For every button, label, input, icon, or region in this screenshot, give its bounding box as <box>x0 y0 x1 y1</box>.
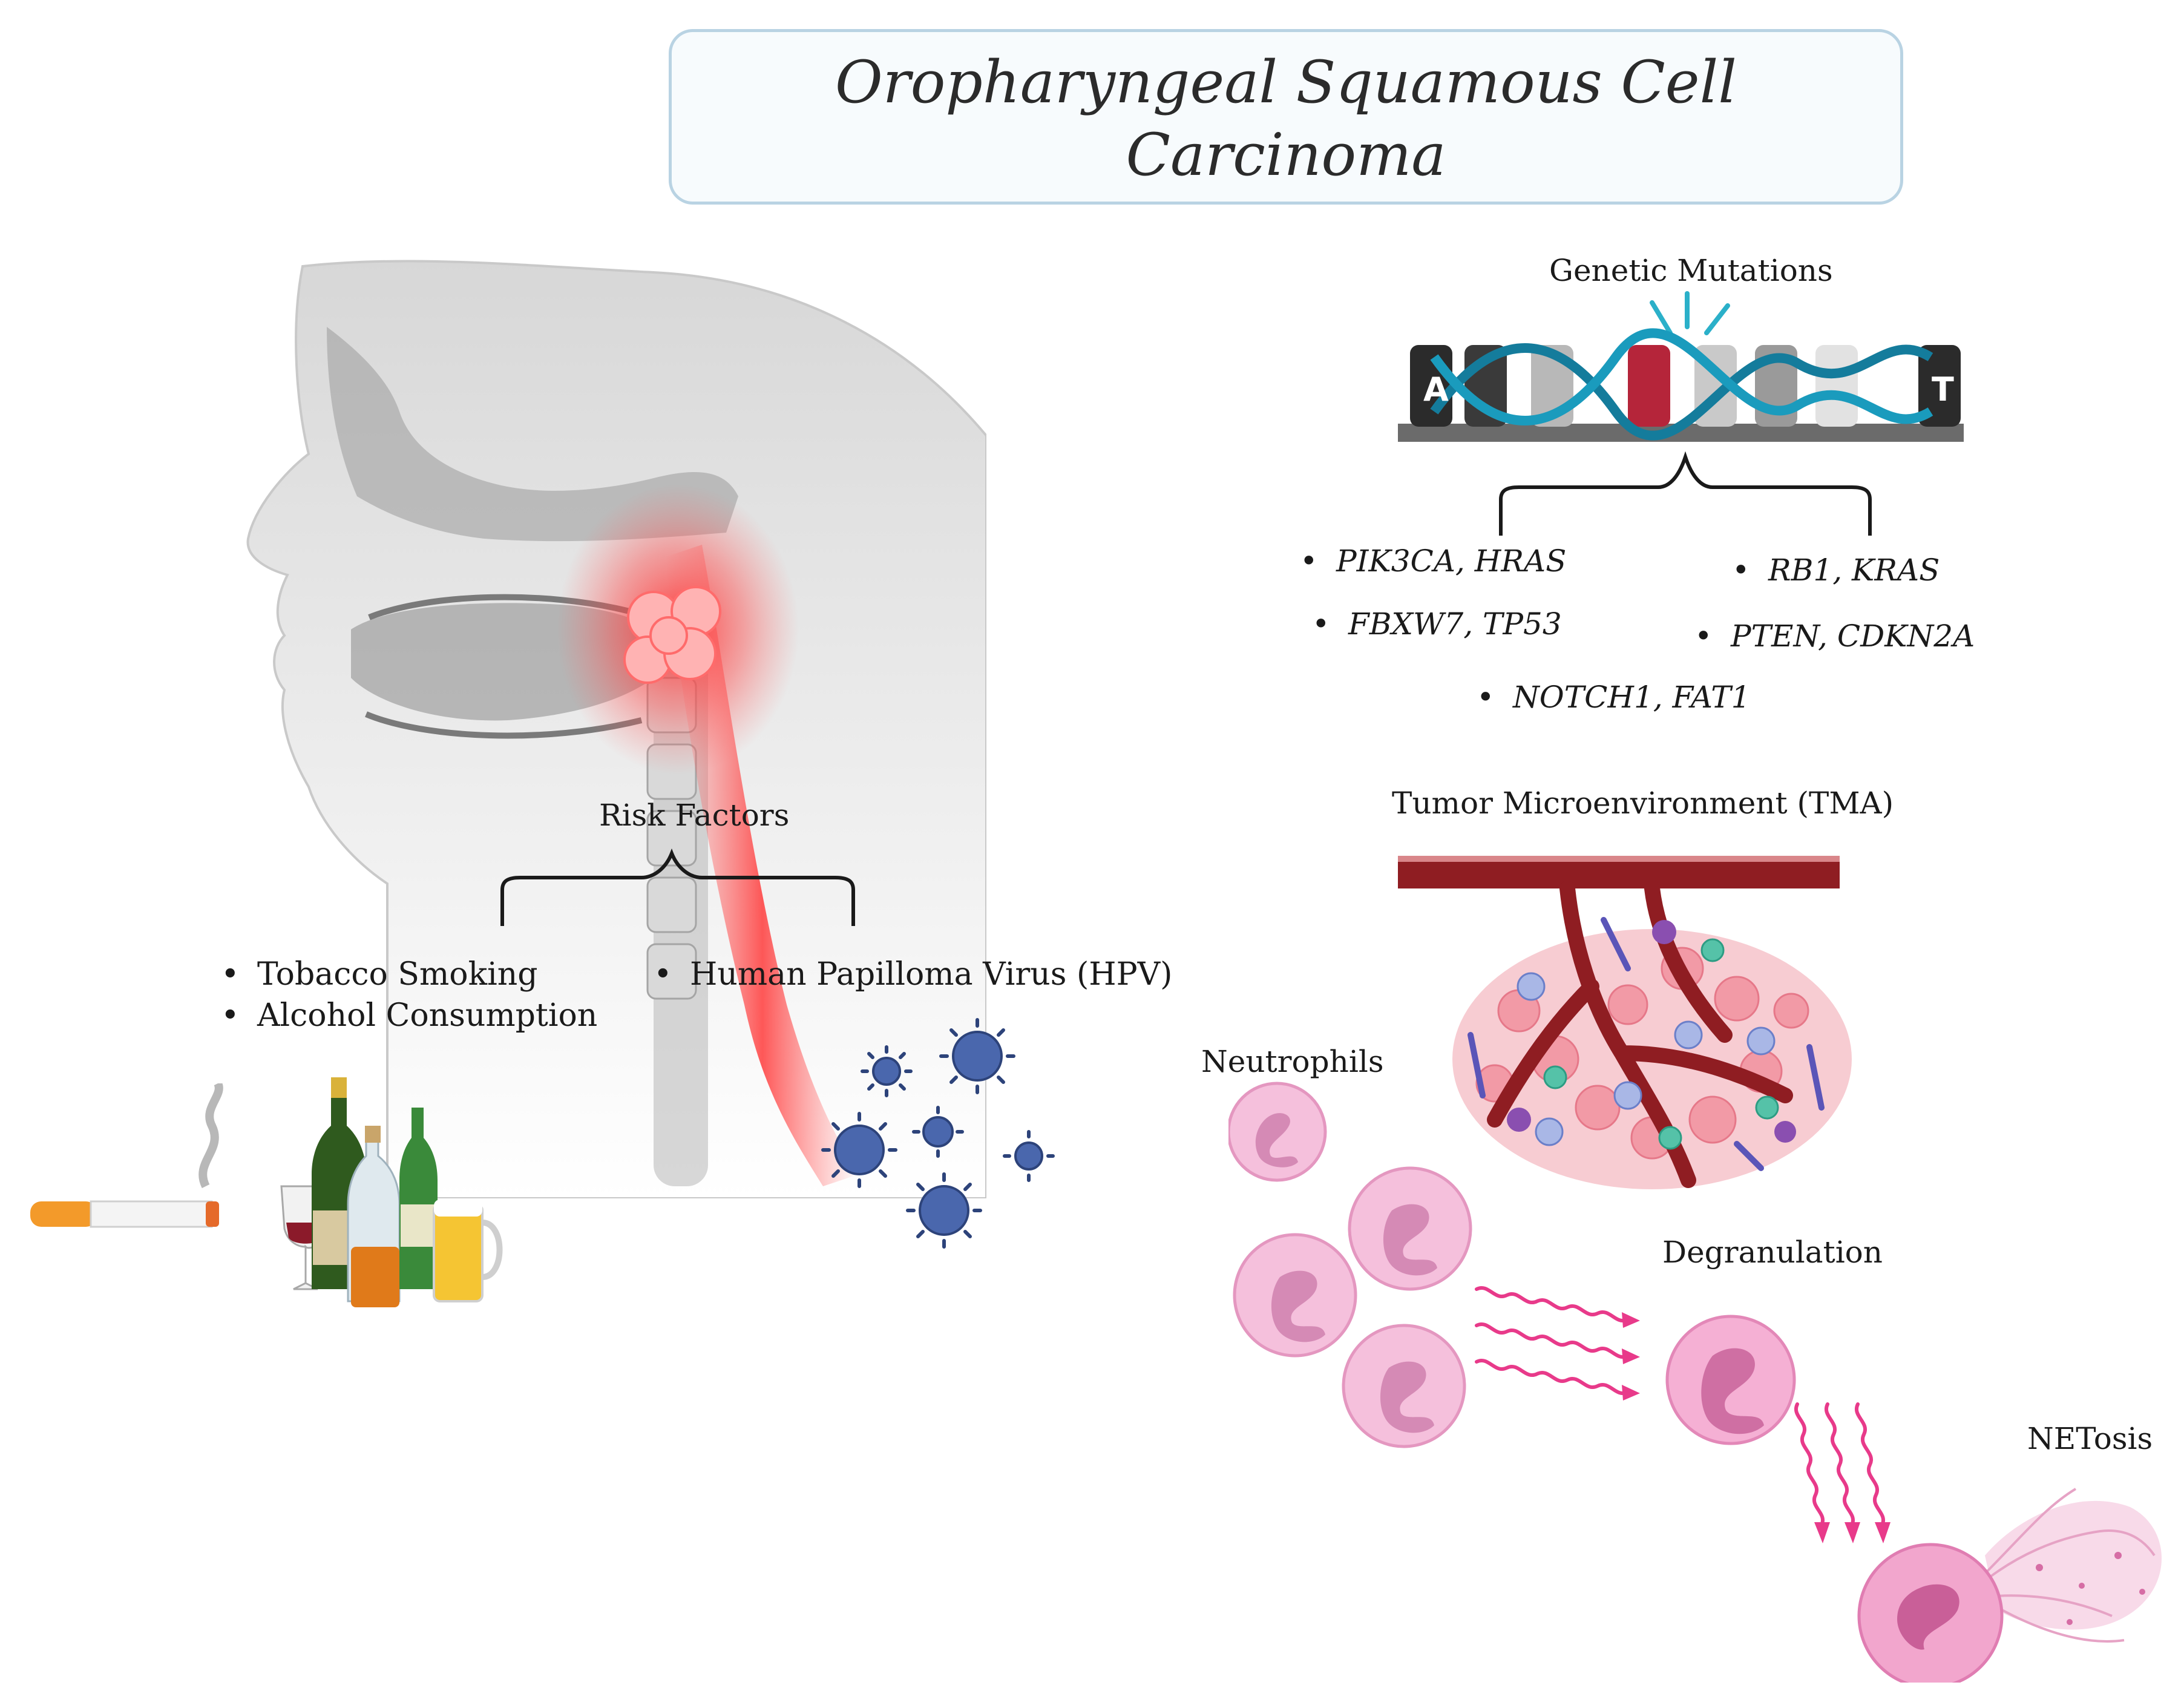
tumor-microenvironment-icon <box>1398 856 1852 1189</box>
gene-item-1: PIK3CA, HRAS <box>1300 544 1566 579</box>
degranulation-cell-icon <box>1665 1315 1796 1445</box>
base-label-1: A <box>1423 370 1449 409</box>
risk-item-tobacco: Tobacco Smoking <box>221 956 537 993</box>
gene-item-5: PTEN, CDKN2A <box>1694 619 1975 654</box>
title-line-1: Oropharyngeal Squamous Cell <box>835 48 1737 116</box>
degranulation-heading: Degranulation <box>1662 1235 1883 1270</box>
genetic-mutations-heading: Genetic Mutations <box>1549 253 1833 288</box>
risk-item-alcohol: Alcohol Consumption <box>221 997 597 1034</box>
risk-factors-heading: Risk Factors <box>599 798 790 833</box>
gene-item-2: FBXW7, TP53 <box>1312 606 1562 642</box>
tumor-cells-icon <box>623 586 721 684</box>
genetic-mutations-brace <box>1499 451 1872 536</box>
cigarette-icon <box>30 1083 223 1228</box>
virus-cluster <box>821 1018 1055 1249</box>
gene-item-4: RB1, KRAS <box>1732 553 1940 588</box>
base-label-8: T <box>1932 370 1954 409</box>
title-line-2: Carcinoma <box>1126 121 1446 189</box>
risk-item-hpv: Human Papilloma Virus (HPV) <box>654 956 1172 993</box>
netosis-heading: NETosis <box>2027 1421 2153 1456</box>
risk-factors-brace <box>500 848 855 926</box>
netosis-cell-icon <box>1857 1488 2162 1683</box>
degranulation-arrows <box>1475 1286 1640 1401</box>
neutrophil-cluster <box>1228 1082 1472 1448</box>
gene-item-3: NOTCH1, FAT1 <box>1477 680 1750 715</box>
alcohol-bottles-icon <box>280 1077 503 1307</box>
tme-heading: Tumor Microenvironment (TMA) <box>1392 786 1894 821</box>
virus-icon <box>834 1031 1043 1236</box>
title-box <box>669 29 1903 205</box>
netosis-arrows <box>1794 1402 1891 1543</box>
dna-sequence-icon <box>1398 291 1964 442</box>
neutrophils-heading: Neutrophils <box>1201 1044 1384 1079</box>
